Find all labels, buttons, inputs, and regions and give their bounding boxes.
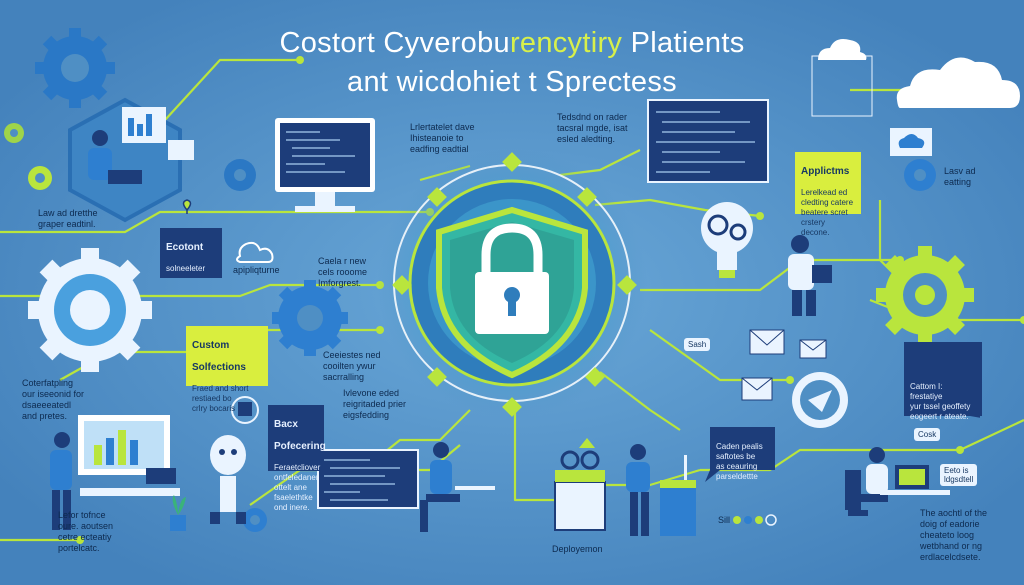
card-title: Ecotont — [166, 242, 204, 253]
sash-button[interactable]: Sash — [684, 338, 711, 351]
code-window — [317, 449, 419, 509]
card-title: Custom — [192, 340, 230, 351]
person-icon — [788, 235, 832, 316]
card-custom-solutions: Custom Solfections Fraed and short resti… — [186, 326, 268, 413]
gear-icon — [272, 280, 348, 356]
hexagon-workstation — [68, 97, 194, 223]
caption-mid-center: Ceeiestes ned cooilten ywur sacrralling — [323, 350, 381, 382]
person-icon — [845, 447, 950, 516]
cask-button[interactable]: Cosk — [914, 428, 941, 441]
gear-icon — [876, 246, 974, 344]
person-icon — [88, 130, 142, 184]
cloud-security-icon — [890, 128, 932, 156]
caption-bottom-right: The aochtl of the doig of eadorie cheate… — [920, 508, 988, 562]
stat-label: Sill — [718, 515, 731, 525]
caption-bottom-center: Ivlevone eded reigritaded prier eigsfedd… — [343, 388, 407, 420]
card-applications: Applictms Lerelkead ed cledting catere b… — [795, 152, 861, 237]
card-bacx: Bacx Pofecering Feraetcliover ontfeledan… — [268, 405, 326, 512]
chat-bubble-icon — [705, 427, 775, 482]
deployment-label: Deployemon — [552, 544, 603, 554]
card-title: Pofecering — [274, 441, 326, 452]
extra-button[interactable]: Eeto is ldgsdtell — [940, 464, 978, 486]
monitor-icon — [275, 118, 375, 212]
caption-top-center-left: Lrlertatelet dave Ihisteanoie to eadfing… — [410, 122, 475, 154]
plant-icon — [170, 495, 186, 531]
envelope-icon — [741, 329, 827, 401]
caption-mid-left: Caela r new cels rooome Imforgrest. — [318, 256, 368, 288]
person-icon — [50, 432, 72, 530]
gear-icon — [4, 123, 52, 190]
page-title: Costort Cyveroburencytiry Platients — [0, 27, 1024, 60]
card-title: Bacx — [274, 419, 298, 430]
gear-icon — [35, 28, 115, 108]
padlock-icon — [475, 223, 549, 334]
card-custom-right: Cattom I: frestatiye yur tssel geoffety … — [904, 342, 982, 421]
card-title: Solfections — [192, 362, 246, 373]
gear-icon — [224, 159, 256, 191]
card-body: Cattom I: frestatiye yur tssel geoffety … — [910, 382, 971, 421]
caption-top-center-right: Tedsdnd on rader tacsral mgde, isat esle… — [557, 112, 628, 144]
person-icon — [420, 442, 495, 532]
card-body: Lerelkead ed cledting catere beatere scr… — [801, 188, 854, 237]
caption-left-side: Coterfatpling our iseeonid for dsaeeeate… — [22, 378, 85, 421]
title-part: Platients — [622, 27, 745, 59]
dots-indicator — [733, 514, 777, 526]
monitor-icon — [78, 415, 180, 496]
page-subtitle: ant wicdohiet t Sprectess — [347, 66, 677, 98]
card-body: Feraetcliover ontfeledaner ottelt ane fs… — [274, 463, 321, 512]
caption-bottom-left: Lefor tofnce oure. aoutsen cetre ecteati… — [58, 510, 114, 553]
card-connect: Ecotont solneeleter — [160, 228, 222, 278]
heart-icon — [182, 199, 192, 214]
cloud-icon — [236, 241, 274, 263]
gear-icon — [28, 248, 152, 372]
caption-right-top: Lasv ad eatting — [944, 166, 976, 187]
card-body: Fraed and short restiaed bo crlry bocari… — [192, 384, 249, 413]
speech-bubble-text: Caden pealis saftotes be as ceauring par… — [710, 428, 774, 481]
person-icon — [626, 444, 696, 536]
gear-icon — [243, 159, 936, 532]
code-window — [647, 99, 769, 183]
cloud-label: apipliqturne — [233, 265, 280, 275]
send-icon — [792, 372, 848, 428]
cloud-icon — [811, 39, 1020, 117]
robot-icon — [210, 396, 259, 524]
caption-top-left: Law ad dretthe graper eadtinl. — [38, 208, 98, 229]
lightbulb-icon — [701, 202, 753, 278]
title-highlight: rencytiry — [509, 27, 623, 59]
card-body: Caden pealis saftotes be as ceauring par… — [716, 442, 763, 481]
title-part: Costort Cyverobu — [279, 27, 510, 59]
deployment-block — [554, 438, 606, 531]
card-title: Applictms — [801, 166, 850, 177]
card-body: solneeleter — [166, 264, 206, 273]
